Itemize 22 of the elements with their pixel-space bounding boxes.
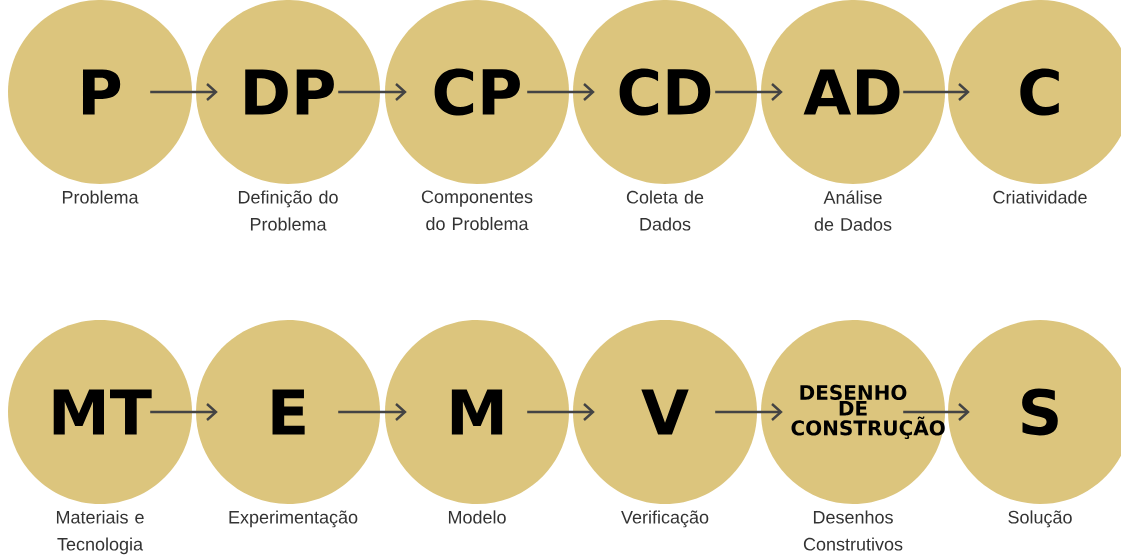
node-label: Experimentação xyxy=(229,510,358,528)
node-label: Componentes do Problema xyxy=(421,190,533,231)
arrow xyxy=(527,403,595,421)
arrow xyxy=(338,403,407,421)
arrow xyxy=(903,83,970,101)
node-label: Modelo xyxy=(448,510,506,524)
node-label: Problema xyxy=(62,190,139,204)
arrow xyxy=(150,403,218,421)
node-label: Análise de Dados xyxy=(814,190,892,231)
arrow xyxy=(903,403,970,421)
node-label: Coleta de Dados xyxy=(626,190,704,231)
arrow xyxy=(715,83,783,101)
node-label: Verificação xyxy=(621,510,709,528)
arrow xyxy=(150,83,218,101)
node-label: Desenhos Construtivos xyxy=(803,510,903,551)
node-label: Materiais e Tecnologia xyxy=(56,510,144,555)
arrow xyxy=(338,83,407,101)
node-label: Solução xyxy=(1008,510,1072,528)
node-label: Definição do Problema xyxy=(238,190,338,231)
arrow xyxy=(527,83,595,101)
arrow xyxy=(715,403,783,421)
node-label: Criatividade xyxy=(993,190,1087,204)
